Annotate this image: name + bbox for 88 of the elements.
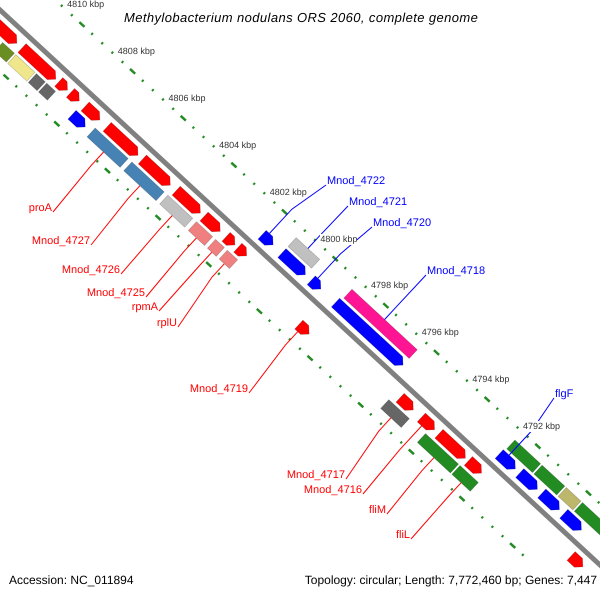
gene-label: Mnod_4717 — [286, 468, 345, 482]
gene-label: Mnod_4727 — [32, 234, 90, 248]
gene-block — [288, 237, 320, 269]
gene-label: Mnod_4718 — [427, 264, 486, 278]
gene-block — [277, 248, 306, 276]
gene-block — [306, 275, 322, 290]
gene-block — [207, 238, 225, 257]
scale-label: 4810 kbp — [67, 0, 104, 10]
gene-block — [380, 399, 410, 428]
gene-label: Mnod_4726 — [62, 263, 120, 277]
gene-block — [54, 77, 68, 91]
gene-block — [343, 288, 418, 359]
gene-block — [66, 88, 80, 102]
gene-block — [28, 73, 46, 92]
scale-label: 4800 kbp — [320, 234, 358, 244]
scale-label: 4796 kbp — [422, 327, 459, 338]
gene-block — [416, 433, 459, 474]
gene-block — [537, 488, 560, 510]
gene-block — [494, 449, 516, 470]
gene-block — [233, 242, 247, 256]
gene-label: Mnod_4725 — [86, 286, 145, 300]
gene-block — [416, 412, 435, 430]
scale-label: 4798 kbp — [371, 280, 408, 292]
scale-label: 4792 kbp — [523, 420, 560, 432]
gene-label: proA — [28, 201, 52, 215]
gene-block — [38, 82, 56, 101]
leader-line — [317, 226, 372, 279]
leader-line — [386, 457, 434, 514]
leader-line — [146, 238, 197, 298]
gene-block — [0, 42, 15, 63]
gene-label: Mnod_4722 — [327, 174, 386, 188]
leader-line — [384, 274, 426, 320]
leader-line — [346, 417, 392, 480]
gene-label: flgF — [555, 387, 574, 401]
gene-block — [159, 194, 194, 228]
gene-block — [396, 392, 414, 411]
gene-block — [559, 509, 582, 531]
title: Methylobacterium nodulans ORS 2060, complete genome — [124, 11, 478, 25]
gene-block — [534, 464, 566, 496]
gene-block — [80, 102, 100, 121]
gene-block — [558, 487, 582, 510]
leader-line — [362, 425, 422, 494]
gene-block — [123, 162, 165, 202]
scale-label: 4804 kbp — [219, 140, 256, 151]
leader-line — [178, 263, 225, 328]
gene-block — [172, 186, 201, 214]
leader-line — [52, 152, 104, 212]
scale-label: 4794 kbp — [472, 374, 510, 386]
gene-block — [86, 128, 129, 168]
gene-block — [451, 465, 479, 492]
genome-stats-text: Topology: circular; Length: 7,772,460 bp; Genes: 7,447 — [304, 573, 597, 587]
leader-line — [269, 184, 326, 234]
gene-label: Mnod_4721 — [349, 195, 408, 209]
gene-block — [138, 154, 171, 186]
gene-block — [294, 320, 310, 335]
leader-line — [307, 206, 348, 249]
accession-text: Accession: NC_011894 — [9, 573, 134, 587]
gene-block — [331, 298, 404, 366]
gene-block — [68, 110, 86, 128]
leader-line — [158, 252, 212, 312]
gene-block — [515, 468, 538, 490]
leader-line — [90, 185, 140, 246]
gene-label: rpmA — [132, 300, 158, 314]
gene-label: Mnod_4720 — [373, 216, 432, 230]
leader-line — [120, 215, 173, 274]
gene-block — [188, 221, 214, 246]
scale-label: 4808 kbp — [118, 46, 155, 58]
leader-line — [248, 331, 298, 394]
gene-block — [102, 122, 138, 156]
gene-block — [18, 43, 56, 80]
gene-block — [7, 54, 36, 82]
gene-block — [566, 551, 584, 568]
gene-label: Mnod_4716 — [304, 483, 362, 497]
scale-label: 4802 kbp — [270, 186, 307, 198]
gene-block — [218, 250, 238, 269]
leader-line — [410, 482, 462, 540]
scale-label: 4806 kbp — [168, 92, 206, 104]
gene-label: Mnod_4719 — [190, 382, 248, 396]
gene-block — [434, 428, 466, 459]
gene-block — [574, 502, 600, 538]
gene-label: rplU — [156, 316, 177, 330]
gene-block — [464, 456, 482, 474]
gene-block — [258, 230, 274, 246]
gene-block — [222, 232, 236, 246]
gene-block — [506, 440, 542, 473]
gene-label: fliM — [368, 503, 386, 517]
gene-block — [200, 212, 221, 232]
gene-label: fliL — [396, 528, 410, 542]
